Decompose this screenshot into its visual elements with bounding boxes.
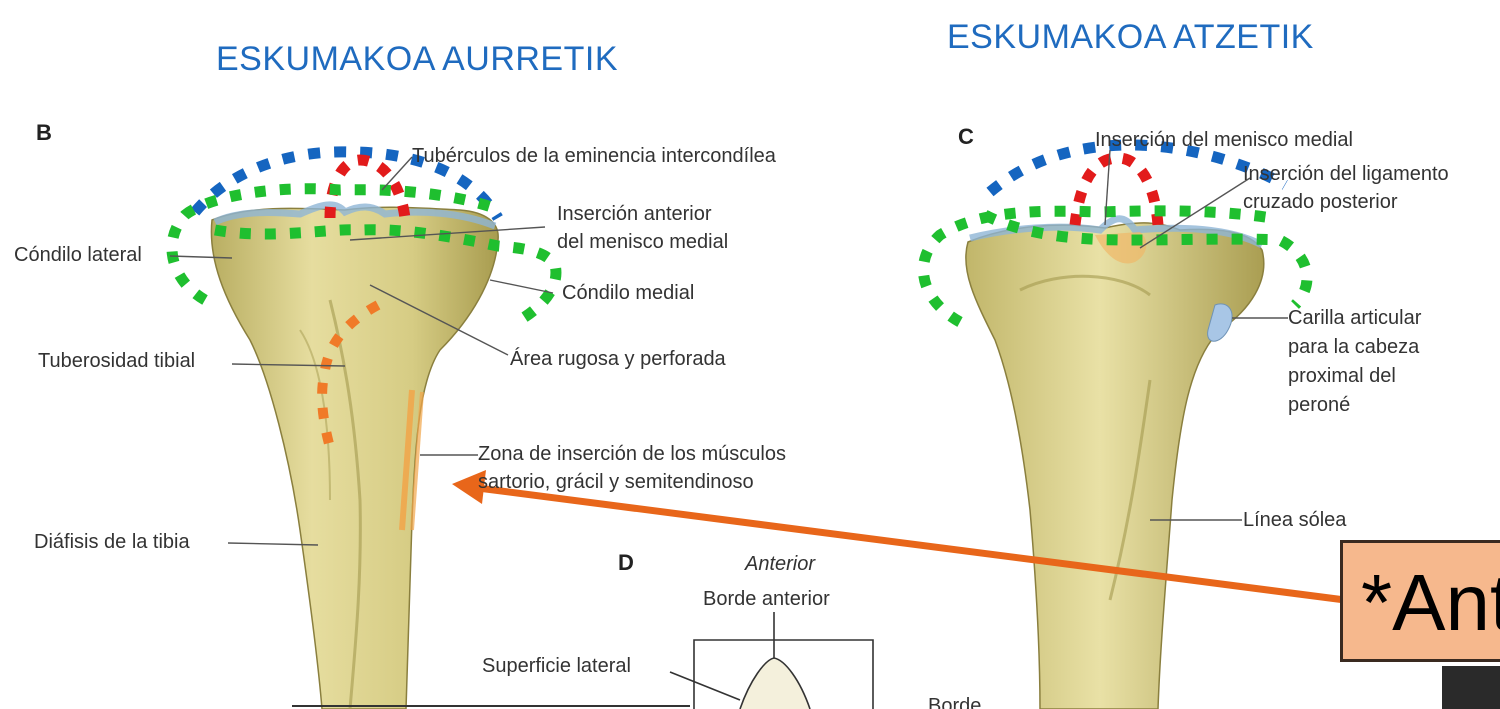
arrow-to-insertion-zone: [452, 470, 1346, 604]
dots-blue-front: [190, 146, 503, 221]
dots-red-back: [1069, 152, 1164, 226]
panel-b-letter: B: [36, 120, 52, 145]
callout-box: *Ant: [1340, 540, 1500, 662]
tibia-front: [210, 201, 499, 709]
label-tuberosidad: Tuberosidad tibial: [38, 350, 196, 372]
label-tuberculos: Tubérculos de la eminencia intercondílea: [412, 145, 776, 167]
label-zona-insercion-1: Zona de inserción de los músculos: [478, 443, 786, 465]
label-anterior: Anterior: [745, 553, 816, 575]
panel-c-letter: C: [958, 124, 974, 149]
label-carilla-3: proximal del: [1288, 365, 1396, 387]
label-carilla-4: peroné: [1288, 394, 1351, 416]
label-borde: Borde: [928, 695, 982, 709]
dots-green-back: [917, 205, 1313, 327]
label-area-rugosa: Área rugosa y perforada: [510, 348, 726, 370]
panel-d-letter: D: [618, 550, 634, 575]
label-condilo-medial: Cóndilo medial: [562, 282, 695, 304]
dots-orange-front: [317, 300, 381, 457]
label-zona-insercion-2: sartorio, grácil y semitendinoso: [478, 471, 754, 493]
label-insercion-anterior-2: del menisco medial: [557, 231, 729, 253]
label-insercion-ligamento-1: Inserción del ligamento: [1243, 163, 1449, 185]
label-superficie-lateral: Superficie lateral: [482, 655, 631, 677]
label-insercion-menisco-medial: Inserción del menisco medial: [1095, 129, 1353, 151]
dots-blue-back: [986, 139, 1288, 197]
dots-green-front: [166, 183, 562, 325]
leader-lines-front: [169, 156, 554, 546]
tibia-back: [965, 215, 1265, 709]
label-borde-anterior: Borde anterior: [703, 588, 830, 610]
label-carilla-1: Carilla articular: [1288, 307, 1422, 329]
label-insercion-ligamento-2: cruzado posterior: [1243, 191, 1398, 213]
corner-dark-patch: [1442, 666, 1500, 709]
label-carilla-2: para la cabeza: [1288, 336, 1420, 358]
title-front-view: ESKUMAKOA AURRETIK: [216, 40, 618, 78]
title-back-view: ESKUMAKOA ATZETIK: [947, 18, 1314, 56]
label-insercion-anterior-1: Inserción anterior: [557, 203, 712, 225]
callout-text: *Ant: [1361, 558, 1500, 647]
leader-lines-back: [1104, 149, 1288, 521]
label-condilo-lateral: Cóndilo lateral: [14, 244, 142, 266]
label-linea-solea: Línea sólea: [1243, 509, 1347, 531]
section-d: [292, 612, 874, 709]
label-diafisis: Diáfisis de la tibia: [34, 531, 190, 553]
